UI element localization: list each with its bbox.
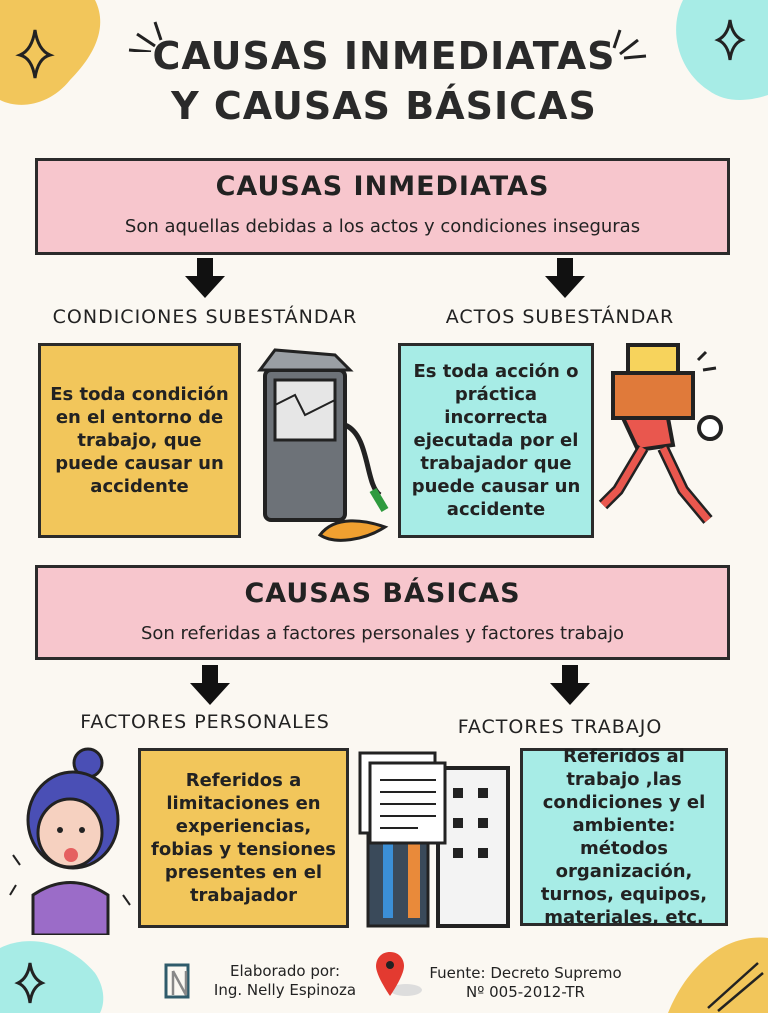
decorative-blob-top-left xyxy=(0,0,101,105)
condiciones-label: CONDICIONES SUBESTÁNDAR xyxy=(52,306,358,328)
arrow-down-icon xyxy=(185,258,225,298)
causas-inmediatas-banner: CAUSAS INMEDIATAS Son aquellas debidas a… xyxy=(35,158,730,255)
factores-trabajo-label: FACTORES TRABAJO xyxy=(457,716,663,738)
factores-personales-text: Referidos a limitaciones en experiencias… xyxy=(151,770,336,906)
arrow-down-icon xyxy=(550,665,590,705)
source-reference: Nº 005-2012-TR xyxy=(466,983,585,1001)
author-credit: Elaborado por: Ing. Nelly Espinoza xyxy=(200,962,370,1000)
running-worker-carrying-boxes-icon xyxy=(598,343,723,524)
actos-card: Es toda acción o práctica incorrecta eje… xyxy=(398,343,594,538)
page-title-line2: Y CAUSAS BÁSICAS xyxy=(171,84,597,128)
author-label: Elaborado por: xyxy=(229,962,341,980)
map-pin-icon xyxy=(376,952,422,996)
actos-label: ACTOS SUBESTÁNDAR xyxy=(445,306,675,328)
sparkle-icon xyxy=(714,19,746,61)
documents-buildings-icon xyxy=(358,751,510,928)
arrow-down-icon xyxy=(545,258,585,298)
accent-lines-right xyxy=(612,29,647,60)
author-name: Ing. Nelly Espinoza xyxy=(213,981,357,999)
sparkle-icon xyxy=(15,29,55,79)
actos-text: Es toda acción o práctica incorrecta eje… xyxy=(411,361,581,520)
factores-personales-card: Referidos a limitaciones en experiencias… xyxy=(138,748,349,928)
author-logo-icon xyxy=(164,963,190,999)
decorative-blob-bottom-left xyxy=(0,941,104,1013)
anxious-woman-icon xyxy=(9,747,131,935)
factores-trabajo-text: Referidos al trabajo ,las condiciones y … xyxy=(540,746,708,928)
sparkle-icon xyxy=(14,962,46,1004)
section-heading: CAUSAS BÁSICAS xyxy=(244,578,521,609)
source-label: Fuente: Decreto Supremo xyxy=(429,964,622,982)
causas-basicas-banner: CAUSAS BÁSICAS Son referidas a factores … xyxy=(35,565,730,660)
arrow-down-icon xyxy=(190,665,230,705)
source-credit: Fuente: Decreto Supremo Nº 005-2012-TR xyxy=(418,964,633,1002)
section-subtitle: Son aquellas debidas a los actos y condi… xyxy=(124,216,641,237)
accent-lines-left xyxy=(128,21,163,52)
decorative-blob-bottom-right xyxy=(668,937,768,1013)
section-heading: CAUSAS INMEDIATAS xyxy=(215,171,550,202)
decorative-blob-top-right xyxy=(676,0,768,100)
factores-trabajo-card: Referidos al trabajo ,las condiciones y … xyxy=(520,746,728,928)
condiciones-card: Es toda condición en el entorno de traba… xyxy=(38,343,241,538)
section-subtitle: Son referidas a factores personales y fa… xyxy=(140,623,625,644)
broken-fuel-pump-icon xyxy=(257,348,389,542)
page-title-line1: CAUSAS INMEDIATAS xyxy=(152,34,616,78)
condiciones-text: Es toda condición en el entorno de traba… xyxy=(50,384,229,497)
factores-personales-label: FACTORES PERSONALES xyxy=(80,711,330,733)
